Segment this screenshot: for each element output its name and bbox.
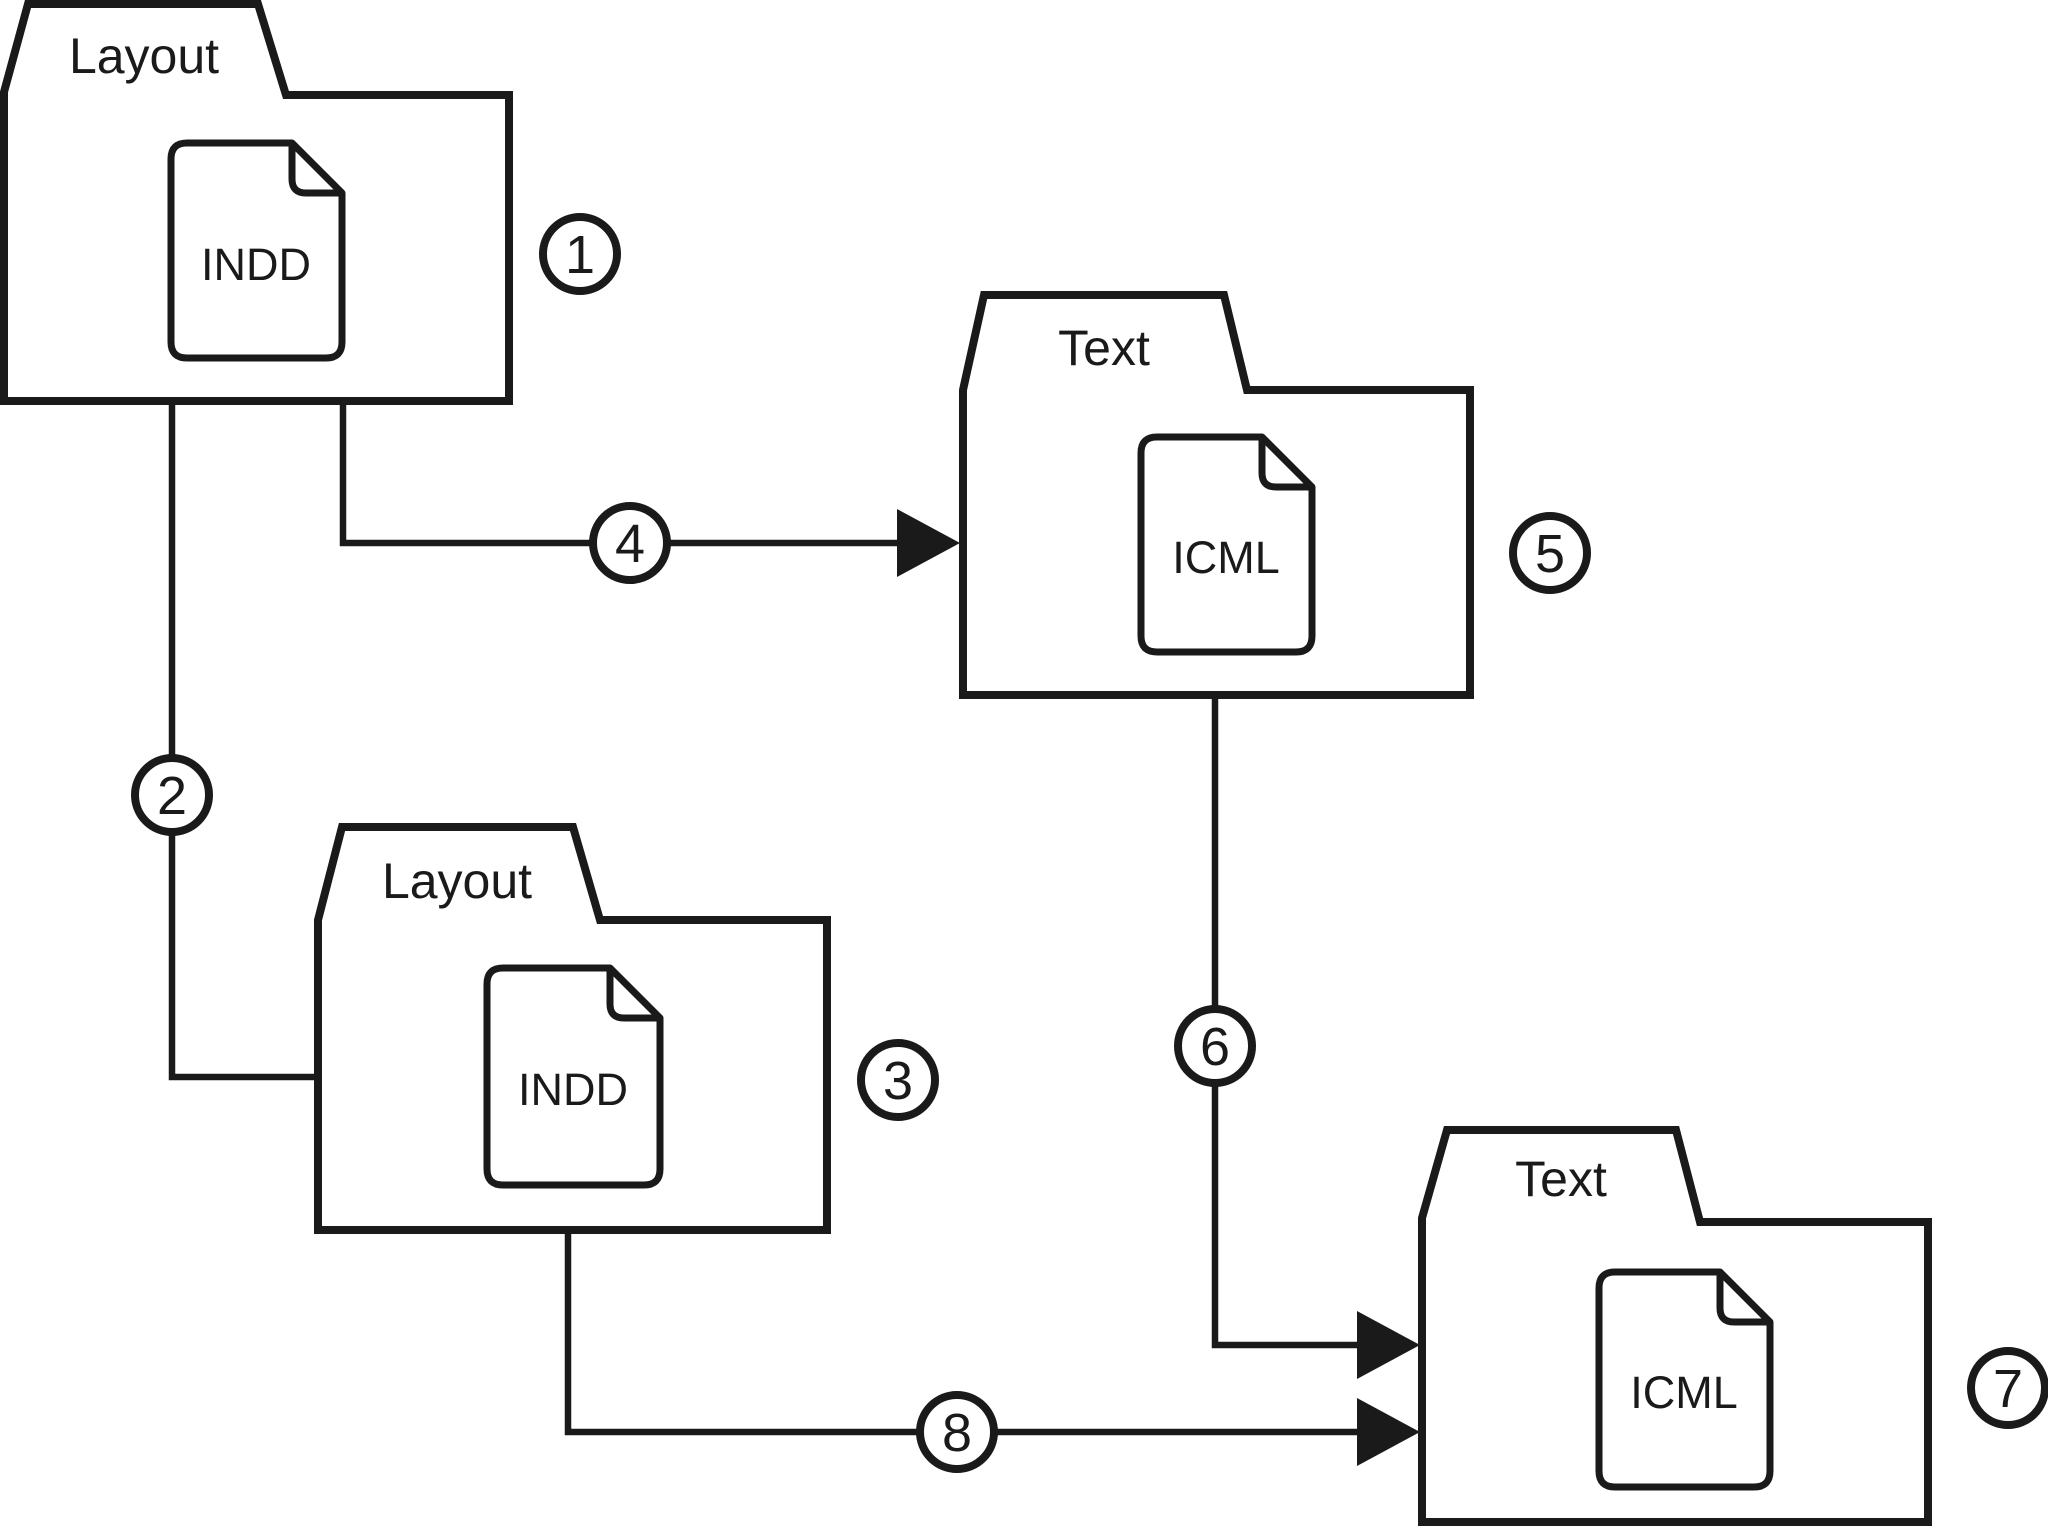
connector-line (168, 401, 318, 1081)
step-number: 5 (1535, 524, 1565, 584)
folder-layout-1: Layout INDD (0, 0, 513, 405)
connector-line (339, 401, 905, 547)
badge-1: 1 (539, 213, 621, 295)
badge-5: 5 (1509, 512, 1591, 594)
folder-label: Layout (69, 28, 219, 84)
file-type-label: ICML (1172, 532, 1280, 583)
step-badge-circle (539, 213, 621, 295)
step-badge-circle (131, 754, 213, 836)
file-type-label: INDD (518, 1064, 628, 1115)
document-icon-icml: ICML (1595, 1268, 1774, 1491)
connector-line (564, 1230, 1362, 1436)
step-number: 4 (615, 514, 645, 574)
step-number: 8 (942, 1403, 972, 1463)
connector-8: 8 (564, 1230, 1420, 1473)
folder-layout-3: Layout INDD (314, 823, 831, 1234)
document-icon-icml: ICML (1137, 433, 1316, 656)
document-fold-corner (288, 143, 342, 197)
step-badge-circle (916, 1391, 998, 1473)
arrowhead-icon (1357, 1311, 1420, 1379)
connector-4: 4 (339, 401, 960, 584)
connector-line (1211, 695, 1362, 1349)
document-outline (1595, 1268, 1774, 1491)
document-outline (1137, 433, 1316, 656)
step-badge-circle (1509, 512, 1591, 594)
folder-label: Text (1515, 1151, 1607, 1207)
step-number: 7 (1993, 1359, 2023, 1419)
connector-2: 2 (131, 401, 318, 1081)
folder-label: Text (1058, 320, 1150, 376)
file-type-label: INDD (201, 239, 311, 290)
document-fold-corner (1258, 437, 1312, 491)
file-type-label: ICML (1630, 1367, 1738, 1418)
folder-label: Layout (382, 853, 532, 909)
step-number: 6 (1200, 1017, 1230, 1077)
document-icon-indd: INDD (483, 964, 664, 1189)
arrowhead-icon (1357, 1398, 1420, 1466)
badge-7: 7 (1967, 1347, 2048, 1429)
arrowhead-icon (897, 509, 960, 577)
connector-6: 6 (1174, 695, 1420, 1379)
step-badge-circle (857, 1039, 939, 1121)
document-icon-indd: INDD (167, 139, 346, 362)
document-outline (167, 139, 346, 362)
step-number: 1 (565, 225, 595, 285)
badge-3: 3 (857, 1039, 939, 1121)
step-number: 2 (157, 766, 187, 826)
document-fold-corner (606, 968, 660, 1022)
folder-text-7: Text ICML (1418, 1126, 1932, 1526)
folder-text-5: Text ICML (959, 291, 1474, 699)
document-outline (483, 964, 664, 1189)
step-number: 3 (883, 1051, 913, 1111)
step-badge-circle (1174, 1005, 1256, 1087)
step-badge-circle (589, 502, 671, 584)
step-badge-circle (1967, 1347, 2048, 1429)
document-fold-corner (1716, 1272, 1770, 1326)
